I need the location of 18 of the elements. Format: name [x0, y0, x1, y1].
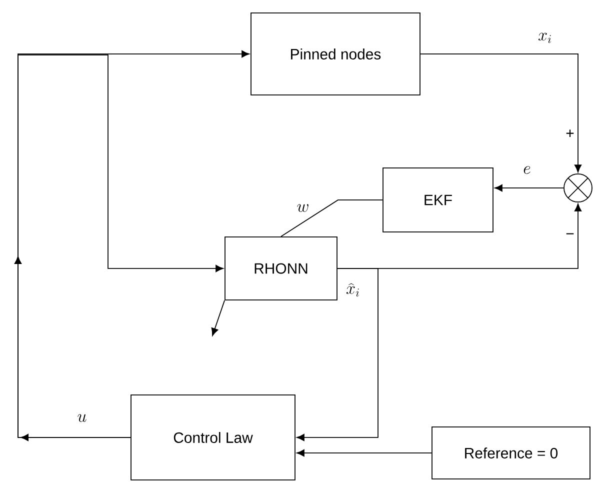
block-box: EKF — [382, 168, 494, 232]
edge-label: $x_i$ — [538, 32, 551, 44]
edge-label: $e$ — [524, 166, 530, 174]
arrow — [296, 449, 432, 457]
arrow — [296, 268, 378, 442]
arrow — [420, 54, 582, 172]
sign-label: − — [566, 233, 574, 234]
edge-label: $u$ — [78, 414, 86, 422]
arrow — [494, 184, 564, 192]
block-box: Control Law — [130, 394, 296, 480]
edge-label: $w$ — [297, 204, 308, 212]
edge-label: $\widehat{x}_i$ — [346, 283, 359, 297]
summing-junction — [564, 174, 592, 202]
block-box: RHONN — [224, 236, 338, 300]
sign-label: + — [566, 130, 574, 137]
arrow — [211, 300, 225, 336]
block-box: Pinned nodes — [250, 12, 420, 96]
block-box: Reference = 0 — [432, 426, 590, 480]
